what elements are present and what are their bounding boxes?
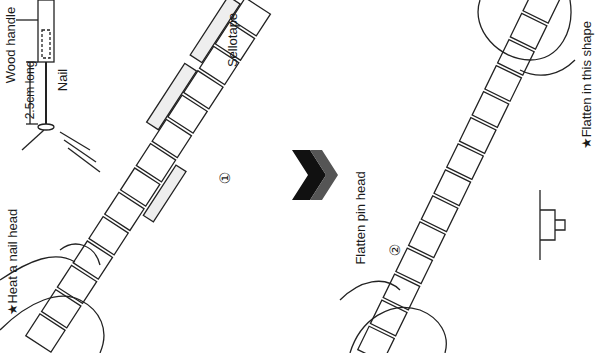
leader-line: [16, 19, 38, 20]
part-label: 2.5cm long: [24, 61, 36, 120]
wood-handle: [38, 0, 54, 62]
part-label: Flatten pin head: [354, 171, 367, 264]
part-label: Wood handle: [4, 7, 17, 83]
hand: [340, 0, 575, 353]
part-label: Nail: [56, 69, 69, 91]
part-label: ★Heat a nail head: [6, 209, 19, 315]
callout-number: ②: [388, 244, 402, 257]
nail-head: [38, 124, 54, 130]
part-label: Sellotape: [226, 13, 239, 67]
watch-band: [13, 0, 283, 353]
part-label: ★Flatten in this shape: [580, 21, 593, 149]
nail-shaft: [45, 62, 47, 124]
sellotape: [147, 63, 197, 129]
handle-socket: [42, 30, 50, 58]
heat-arrows: [60, 132, 100, 172]
leader-line: [22, 130, 44, 150]
pin-shape: [540, 190, 565, 260]
callout-number: ①: [218, 172, 232, 185]
sellotape: [143, 165, 186, 222]
step-arrow: [292, 150, 338, 200]
watch-band: [358, 0, 560, 353]
dimension-tick: [26, 123, 38, 124]
